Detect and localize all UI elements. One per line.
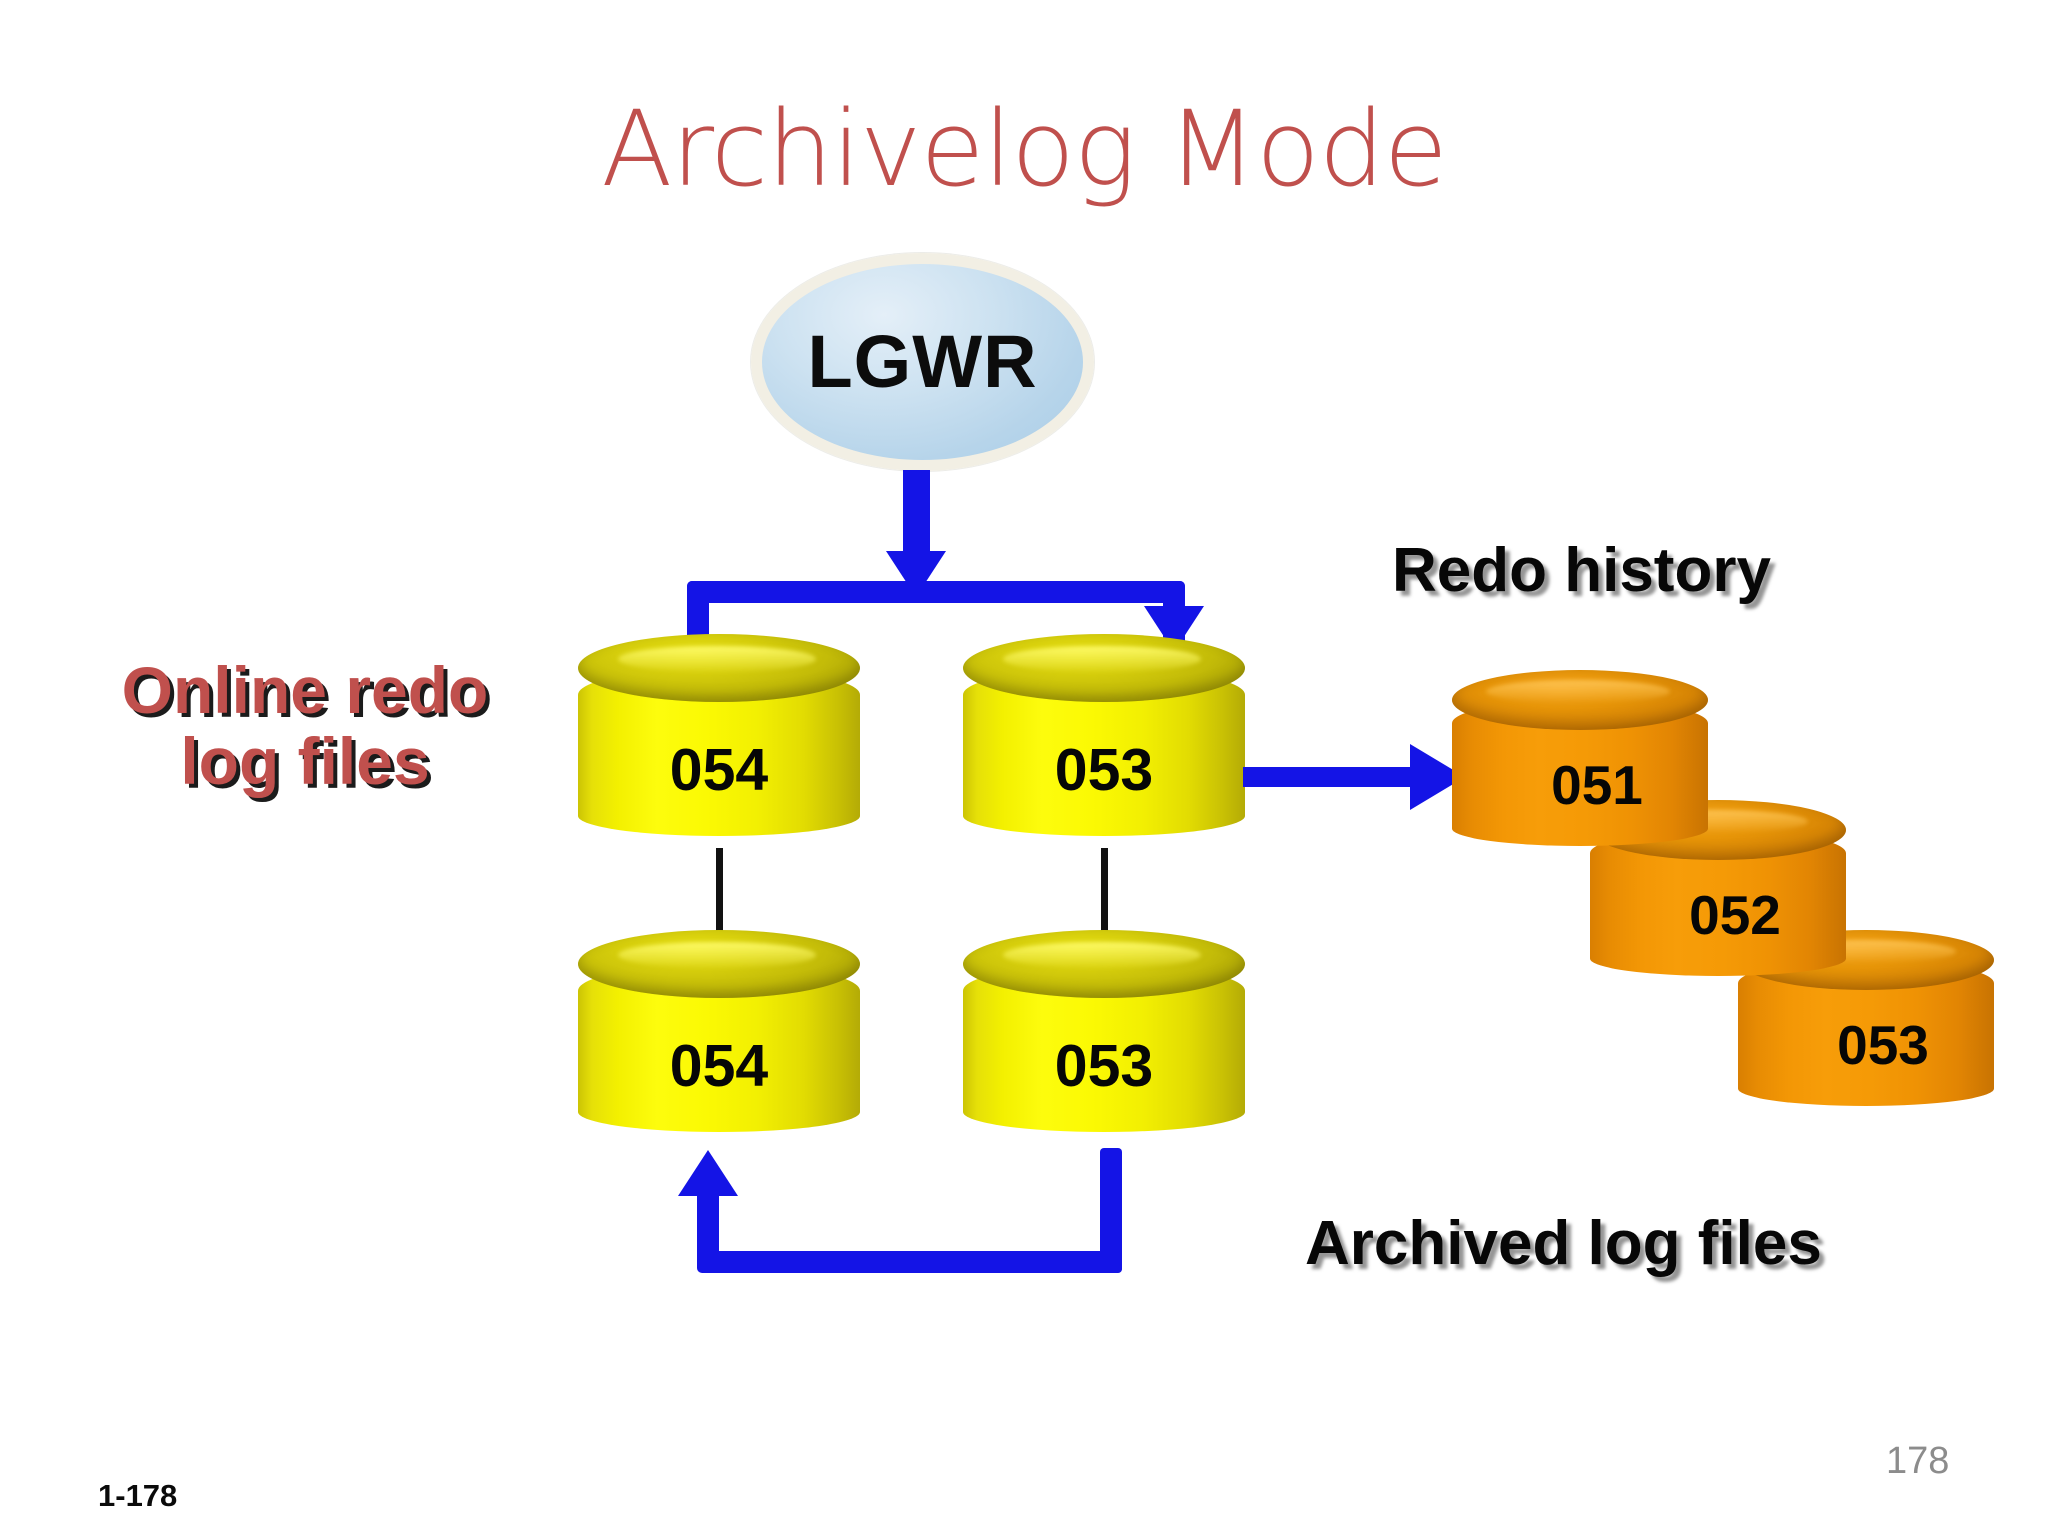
loop-arrowhead-icon xyxy=(678,1150,738,1196)
lgwr-split-trunk xyxy=(687,581,1185,603)
cylinder-highlight xyxy=(1486,680,1670,703)
online-redo-log-upper-right: 053 xyxy=(963,634,1245,836)
lgwr-label: LGWR xyxy=(807,320,1038,403)
cylinder-label: 053 xyxy=(1054,737,1154,803)
archive-transfer-connector xyxy=(1243,767,1421,787)
cylinder-highlight xyxy=(618,942,816,968)
archived-log-052: 052 xyxy=(1590,800,1846,976)
loop-up-to-054 xyxy=(697,1190,719,1260)
cylinder-label: 053 xyxy=(1837,1014,1929,1076)
cylinder-highlight xyxy=(618,646,816,672)
cylinder-label: 054 xyxy=(669,737,769,803)
redo-group-link-left xyxy=(716,848,723,964)
cylinder-label: 053 xyxy=(1054,1033,1154,1099)
online-redo-label-line1: Online redo xyxy=(121,653,489,727)
cylinder-label: 052 xyxy=(1689,884,1781,946)
online-redo-log-files-label: Online redo log files xyxy=(70,653,540,799)
cylinder-highlight xyxy=(1003,646,1201,672)
lgwr-process-node: LGWR xyxy=(751,253,1094,471)
footer-slide-ref: 1-178 xyxy=(98,1478,178,1513)
lgwr-stem-connector xyxy=(903,470,930,560)
online-redo-log-lower-right: 053 xyxy=(963,930,1245,1132)
page-title: Archivelog Mode xyxy=(601,88,1448,210)
archived-log-files-label: Archived log files xyxy=(1305,1209,1822,1278)
redo-group-link-right xyxy=(1101,848,1108,964)
online-redo-log-lower-left: 054 xyxy=(578,930,860,1132)
cylinder-label: 054 xyxy=(669,1033,769,1099)
footer-page-number: 178 xyxy=(1886,1440,1950,1482)
cylinder-highlight xyxy=(1003,942,1201,968)
archived-log-051: 051 xyxy=(1452,670,1708,846)
online-redo-label-line2: log files xyxy=(180,724,430,799)
online-redo-log-upper-left: 054 xyxy=(578,634,860,836)
archived-log-053: 053 xyxy=(1738,930,1994,1106)
redo-history-label: Redo history xyxy=(1392,536,1771,605)
loop-bottom-run xyxy=(697,1251,1122,1273)
loop-down-from-053 xyxy=(1100,1148,1122,1273)
cylinder-label: 051 xyxy=(1551,754,1643,816)
